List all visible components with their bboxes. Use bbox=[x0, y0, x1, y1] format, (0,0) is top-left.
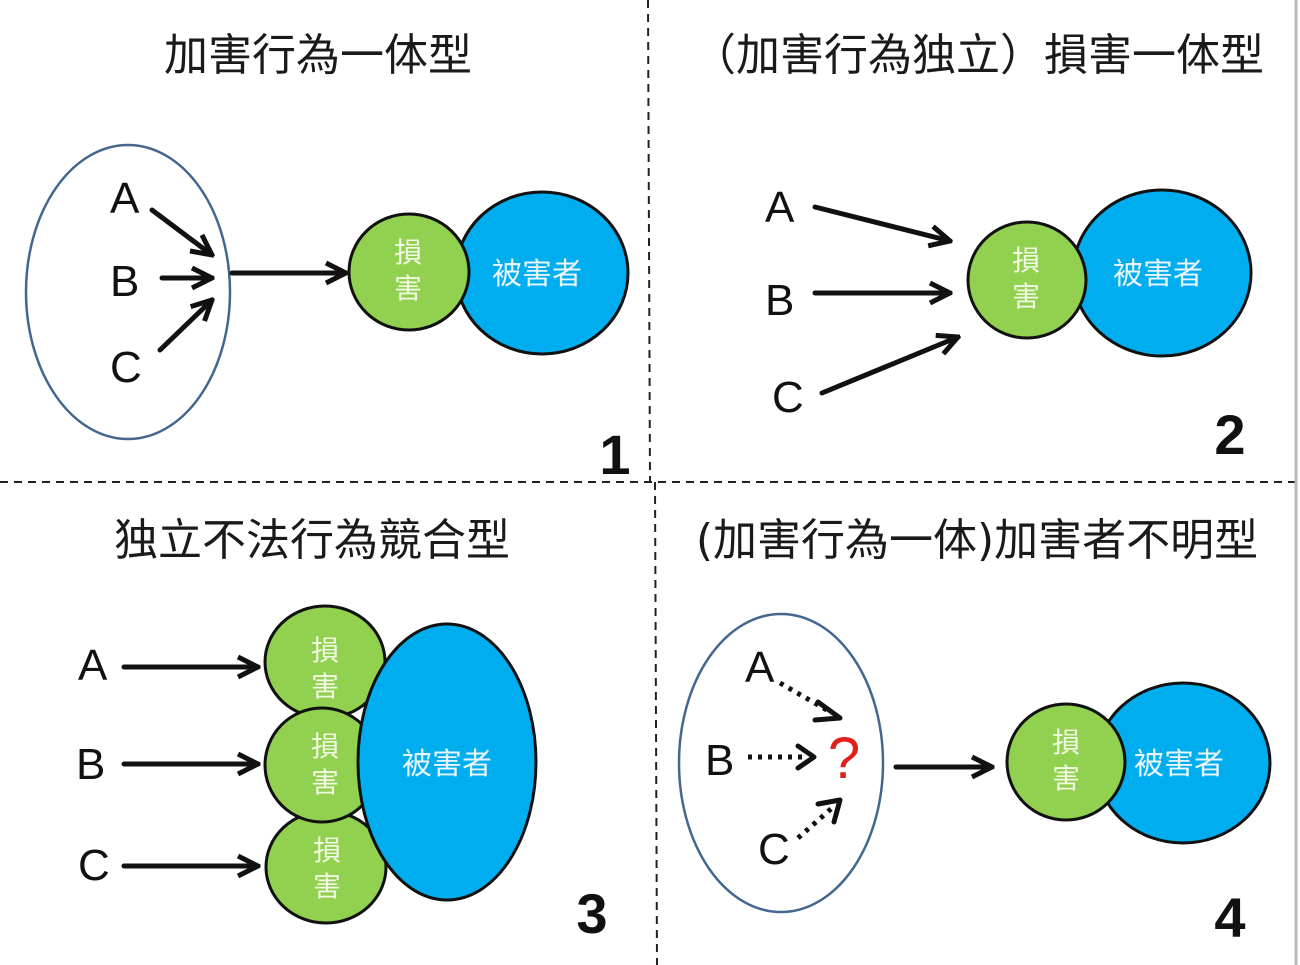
actor-label-b: B bbox=[110, 257, 139, 306]
panel-title: (加害行為一体)加害者不明型 bbox=[696, 515, 1258, 566]
actor-label-b: B bbox=[76, 740, 105, 789]
unknown-actor-question-mark: ? bbox=[828, 726, 860, 791]
actor-label-c: C bbox=[772, 373, 804, 422]
damage-c-label-2: 害 bbox=[313, 870, 341, 903]
victim-circle bbox=[356, 622, 538, 902]
actor-label-b: B bbox=[705, 736, 734, 785]
panel-number: 2 bbox=[1214, 403, 1245, 466]
arrow-a bbox=[149, 207, 212, 255]
damage-b-label-1: 損 bbox=[311, 730, 339, 763]
damage-circle bbox=[966, 220, 1088, 340]
panel-title: 独立不法行為競合型 bbox=[114, 515, 510, 566]
panel-number: 1 bbox=[599, 423, 630, 486]
actor-label-a: A bbox=[78, 641, 108, 690]
joint-act-group-ellipse bbox=[24, 143, 232, 441]
arrow-c bbox=[819, 337, 958, 396]
arrow-c bbox=[157, 300, 212, 353]
damage-label-1: 損 bbox=[394, 236, 422, 269]
actor-label-c: C bbox=[758, 825, 790, 874]
actor-label-c: C bbox=[110, 343, 142, 392]
actor-label-a: A bbox=[110, 174, 140, 223]
actor-label-c: C bbox=[78, 841, 110, 890]
victim-label: 被害者 bbox=[1113, 257, 1203, 292]
damage-a-label-2: 害 bbox=[311, 670, 339, 703]
arrowhead-c bbox=[815, 797, 843, 825]
victim-label: 被害者 bbox=[1134, 747, 1224, 782]
damage-label-2: 害 bbox=[1052, 762, 1080, 795]
arrowhead-a bbox=[812, 699, 843, 723]
damage-circle bbox=[1005, 702, 1127, 822]
panel-title: （加害行為独立）損害一体型 bbox=[692, 30, 1264, 81]
arrow-a bbox=[812, 204, 950, 241]
panel-4: (加害行為一体)加害者不明型 A B C ? 損 害 被害者 4 bbox=[677, 515, 1272, 949]
panel-2: （加害行為独立）損害一体型 A B C 損 害 被害者 2 bbox=[692, 30, 1264, 466]
damage-label-2: 害 bbox=[1012, 280, 1040, 313]
damage-c-label-1: 損 bbox=[313, 834, 341, 867]
damage-a-label-1: 損 bbox=[311, 634, 339, 667]
vertical-divider-bottom bbox=[654, 481, 658, 965]
victim-label: 被害者 bbox=[402, 747, 492, 782]
dotted-arrow-c bbox=[796, 806, 834, 840]
unknown-actor-group-ellipse bbox=[677, 612, 885, 914]
panel-number: 4 bbox=[1214, 886, 1245, 949]
vertical-divider-top bbox=[647, 0, 651, 483]
arrowhead-b bbox=[795, 743, 817, 771]
actor-label-a: A bbox=[765, 183, 795, 232]
damage-b-label-2: 害 bbox=[311, 766, 339, 799]
damage-label-1: 損 bbox=[1052, 726, 1080, 759]
damage-label-2: 害 bbox=[394, 272, 422, 305]
damage-label-1: 損 bbox=[1012, 244, 1040, 277]
panel-title: 加害行為一体型 bbox=[164, 30, 472, 81]
panel-1: 加害行為一体型 A B C 損 害 被害者 1 bbox=[24, 30, 631, 486]
victim-label: 被害者 bbox=[492, 257, 582, 292]
panel-3: 独立不法行為競合型 A B C 損 害 損 害 損 害 被害者 3 bbox=[76, 515, 608, 945]
damage-circle bbox=[347, 212, 471, 332]
panel-number: 3 bbox=[576, 882, 607, 945]
actor-label-a: A bbox=[745, 643, 775, 692]
actor-label-b: B bbox=[765, 276, 794, 325]
